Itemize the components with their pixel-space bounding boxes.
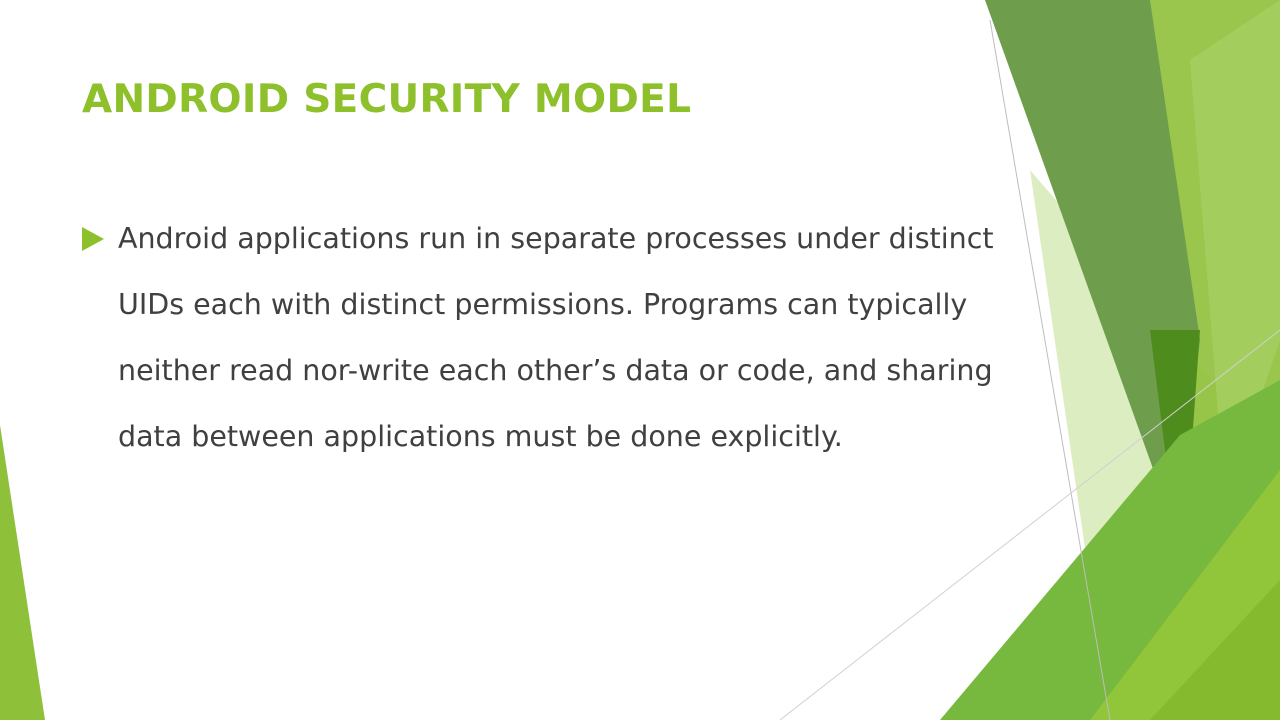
bottom-right-lime-shape bbox=[1150, 580, 1280, 720]
olive-top-wedge-shape bbox=[985, 0, 1200, 530]
bullet-item: Android applications run in separate pro… bbox=[82, 206, 1027, 470]
light-green-right-shape bbox=[1190, 0, 1280, 500]
slide-title: ANDROID SECURITY MODEL bbox=[82, 77, 692, 122]
triangle-bullet-icon bbox=[82, 227, 104, 251]
thin-diagonal-line bbox=[779, 329, 1280, 720]
bullet-text: Android applications run in separate pro… bbox=[118, 222, 994, 453]
bullet-list: Android applications run in separate pro… bbox=[82, 206, 1027, 470]
left-edge-accent-shape bbox=[0, 425, 45, 720]
thin-diagonal-line bbox=[989, 19, 1111, 720]
